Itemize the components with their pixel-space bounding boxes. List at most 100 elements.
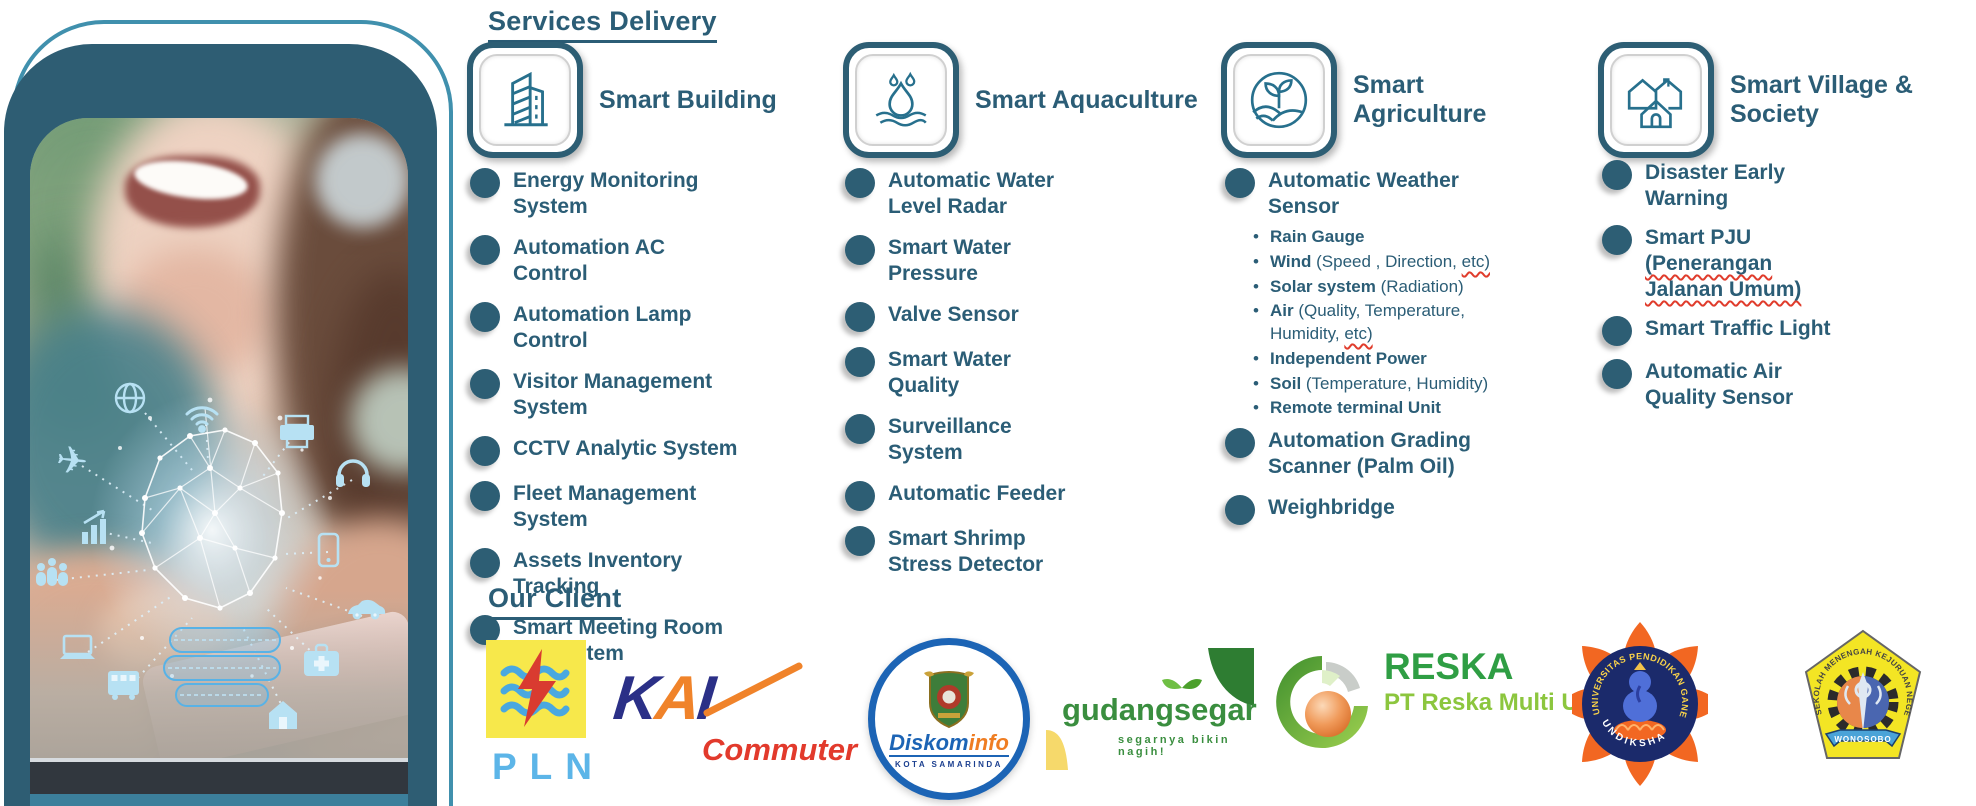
list-item: Smart Water Quality [845,347,1085,399]
bullet-icon [845,347,875,378]
bullet-icon [845,481,875,512]
category-smart-aquaculture: Smart Aquaculture [843,42,1235,158]
smk-ribbon [1824,729,1902,748]
smk-emblem: SEKOLAH MENENGAH KEJURUAN NEGERI 1 WONOS… [1797,621,1922,759]
bullet-icon [470,168,500,198]
water-icon [843,42,959,158]
bullet-icon [470,302,500,333]
bullet-icon [1225,168,1255,198]
bullet-icon [845,414,875,445]
bullet-icon [1602,359,1632,390]
client-logo-kai: KAI Commuter [610,661,874,768]
gudangsegar-corner-shape [1208,648,1254,706]
bus-icon [108,671,139,700]
bullet-icon [1602,316,1632,347]
pln-bolt-icon [518,649,556,727]
bottom-strip [30,794,408,806]
category-title: Smart Agriculture [1353,71,1487,128]
clients-title: Our Client [488,583,622,620]
smart-village-list: Disaster Early Warning Smart PJU (Penera… [1602,160,1852,426]
list-item: Smart PJU (Penerangan Jalanan Umum) [1602,225,1852,303]
laptop-edge [30,758,408,794]
globe-icon [114,382,146,414]
client-logo-smk-wonosobo: SEKOLAH MENENGAH KEJURUAN NEGERI 1 WONOS… [1797,621,1926,773]
smk-gear [1827,666,1899,738]
building-icon [467,42,583,158]
bullet-icon [470,235,500,266]
car-icon [348,599,386,620]
network-brain [109,397,332,707]
iot-icons: ✈ [36,382,386,729]
category-title: Smart Building [599,85,777,114]
services-title: Services Delivery [488,6,717,43]
iot-photo: ✈ [30,118,408,806]
list-item: Valve Sensor [845,302,1085,333]
agriculture-icon [1221,42,1337,158]
diskominfo-badge: Diskominfo KOTA SAMARINDA [868,638,1030,800]
list-item: Automatic Feeder [845,481,1085,512]
client-logo-diskominfo: Diskominfo KOTA SAMARINDA [868,638,1030,800]
pln-emblem [486,640,586,738]
iot-network-overlay: ✈ [36,382,386,729]
headphones-icon [336,459,370,487]
bullet-icon [845,302,875,333]
hologram-coil [163,627,281,707]
bullet-icon [470,369,500,400]
list-item: Assets Inventory Tracking [470,548,745,600]
list-item: Smart Shrimp Stress Detector [845,526,1085,578]
wifi-icon [185,406,219,433]
category-smart-building: Smart Building [467,42,819,158]
bokeh-light [315,133,408,228]
bullet-icon [1225,428,1255,459]
bullet-icon [845,235,875,266]
diskominfo-wordmark: Diskominfo [889,730,1009,758]
gudangsegar-yellow-shape [1046,730,1068,770]
sub-list-item: Independent Power [1253,348,1495,371]
category-smart-agriculture: Smart Agriculture [1221,42,1513,158]
list-item: Smart Water Pressure [845,235,1085,287]
list-item: Disaster Early Warning [1602,160,1852,212]
printer-icon [280,414,314,449]
bullet-icon [1602,160,1632,190]
list-item: Energy Monitoring System [470,168,745,220]
list-item: Automation Lamp Control [470,302,745,354]
client-logo-undiksha: UNIVERSITAS PENDIDIKAN GANESHA UNDIKSHA [1558,610,1722,795]
smart-agriculture-list: Automatic Weather Sensor Rain Gauge Wind… [1225,168,1495,540]
bullet-icon [470,481,500,512]
sub-list-item: Air (Quality, Temperature, Humidity, etc… [1253,300,1520,346]
medkit-icon [304,643,339,676]
list-item: Fleet Management System [470,481,745,533]
gudangsegar-wordmark: gudangsegar [1062,692,1257,727]
diskominfo-city: KOTA SAMARINDA [895,760,1003,770]
ganesha-figure [1614,662,1666,740]
sub-list-item: Remote terminal Unit [1253,397,1495,420]
client-logo-pln: PLN [486,640,605,788]
sub-list-item: Solar system (Radiation) [1253,276,1495,299]
list-item: Automatic Weather Sensor [1225,168,1495,220]
smk-banner-text: WONOSOBO [1834,735,1891,744]
bullet-icon [1225,495,1255,526]
list-item: Automation AC Control [470,235,745,287]
client-logo-gudangsegar: gudangsegar segarnya bikin nagih! [1040,640,1260,790]
weather-sensor-sublist: Rain Gauge Wind (Speed , Direction, etc)… [1253,226,1495,420]
bullet-icon [470,548,500,579]
list-item: Automatic Air Quality Sensor [1602,359,1852,411]
category-smart-village: Smart Village & Society [1598,42,1945,158]
gudangsegar-tagline: segarnya bikin nagih! [1118,734,1231,758]
reska-wordmark: RESKA [1384,646,1514,687]
samarinda-crest [924,670,974,728]
list-item: CCTV Analytic System [470,436,745,467]
smart-building-list: Energy Monitoring System Automation AC C… [470,168,745,682]
category-title: Smart Aquaculture [975,85,1198,114]
list-item: Automatic Water Level Radar [845,168,1085,220]
airplane-icon: ✈ [54,439,90,484]
sparkles [109,397,332,678]
category-title: Smart Village & Society [1730,71,1913,128]
sub-list-item: Rain Gauge [1253,226,1495,249]
list-item: Surveillance System [845,414,1085,466]
kai-wordmark: KAI [610,664,716,733]
home-icon [269,701,297,729]
list-item: Automation Grading Scanner (Palm Oil) [1225,428,1495,480]
reska-emblem [1276,656,1368,748]
bullet-icon [1602,225,1632,256]
